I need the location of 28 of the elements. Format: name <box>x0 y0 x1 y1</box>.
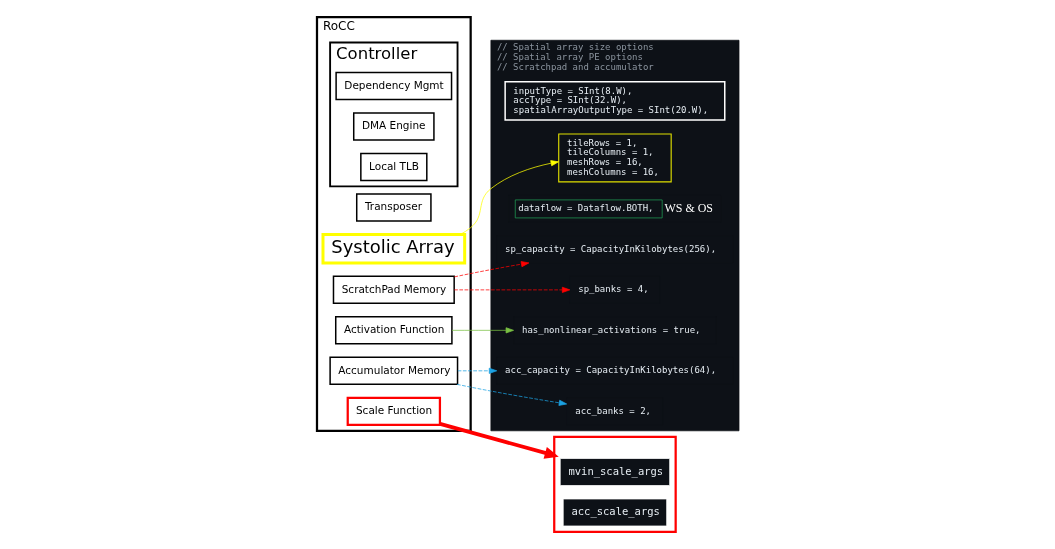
arrow <box>456 367 497 374</box>
arrow <box>439 422 559 459</box>
node-text: sp_banks = 4, <box>577 284 649 295</box>
arrow <box>459 160 559 235</box>
arrow <box>456 383 567 406</box>
arrow <box>451 327 514 334</box>
node-box: acc_scale_args <box>562 498 667 527</box>
cluster <box>552 435 677 534</box>
node-text: sp_capacity = CapacityInKilobytes(256), <box>504 243 716 254</box>
node-box: DMA Engine <box>352 112 435 141</box>
node-box: mvin_scale_args <box>559 458 670 486</box>
node-text: has_nonlinear_activations = true, <box>521 324 700 335</box>
node-label: WS & OS <box>663 200 713 215</box>
node-box: inputType = SInt(8.W), accType = SInt(32.W), spatialArrayOutputType = SInt(20.W), <box>503 81 725 121</box>
node-text: acc_capacity = CapacityInKilobytes(64), <box>504 365 716 376</box>
node-box: Local TLB <box>359 152 428 182</box>
node-box: Transposer <box>355 193 432 222</box>
node-box: Scale Function <box>346 396 441 426</box>
node-text: acc_banks = 2, <box>574 405 651 416</box>
node-box: Dependency Mgmt <box>334 71 452 101</box>
node-box: Activation Function <box>334 316 453 345</box>
node-box: tileRows = 1, tileColumns = 1, meshRows = 16, meshColumns = 16, <box>557 133 672 183</box>
node-box: Systolic Array <box>321 232 466 265</box>
node-box: dataflow = Dataflow.BOTH, <box>514 199 663 219</box>
node-box: ScratchPad Memory <box>332 275 455 305</box>
arrow <box>453 286 570 293</box>
arrow <box>453 261 529 278</box>
node-box: Accumulator Memory <box>328 356 458 386</box>
